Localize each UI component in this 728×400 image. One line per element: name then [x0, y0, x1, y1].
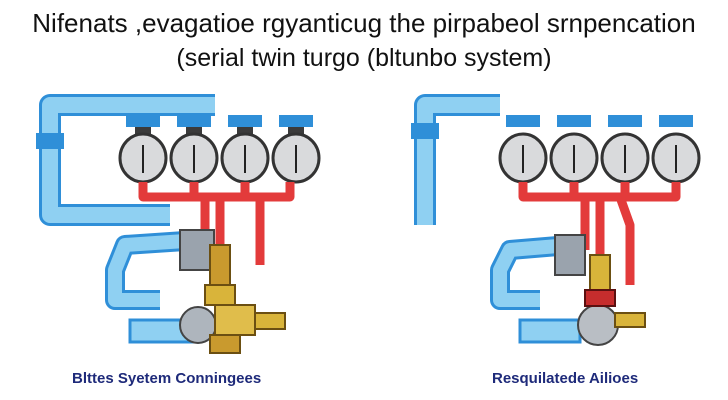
- pressure-gauge-icon: [169, 115, 219, 184]
- diagram-subtitle: (serial twin turgo (bltunbo system): [176, 44, 552, 72]
- red-pipe-manifold: [518, 182, 681, 285]
- valve-icon: [204, 244, 286, 354]
- pipe-coupling: [36, 133, 64, 149]
- pressure-gauge-icon: [271, 115, 321, 184]
- right-system-diagram: [411, 94, 701, 346]
- caption-right: Resquilatede Ailioes: [492, 370, 639, 387]
- pipe-coupling: [411, 123, 439, 139]
- turbo-housing-icon: [179, 229, 217, 344]
- turbo-housing-icon: [554, 234, 619, 346]
- caption-left: Blttes Syetem Conningees: [72, 370, 262, 387]
- pressure-gauge-icon: [498, 115, 548, 184]
- pressure-gauge-icon: [220, 115, 270, 184]
- diagram-title: Nifenats ,evagatioe rgyanticug the pirpa…: [32, 8, 696, 38]
- pressure-gauge-icon: [651, 115, 701, 184]
- pressure-gauge-icon: [118, 115, 168, 184]
- valve-icon: [584, 254, 646, 328]
- pressure-gauge-icon: [600, 115, 650, 184]
- pressure-gauge-icon: [549, 115, 599, 184]
- left-system-diagram: [36, 94, 321, 354]
- red-pipe-manifold: [138, 182, 295, 265]
